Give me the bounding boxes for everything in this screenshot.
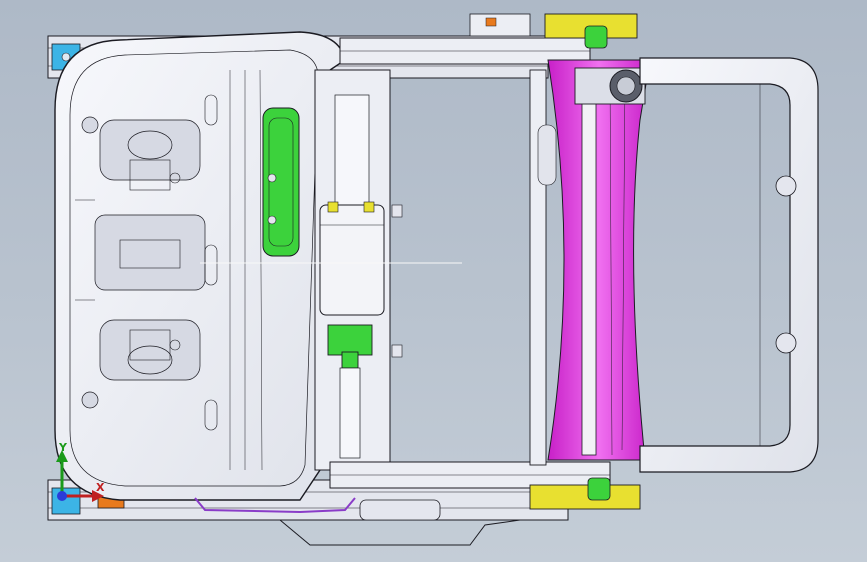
hinge-bracket-top [469,13,638,49]
recliner-gear [574,67,646,105]
axis-y-label: Y [59,441,67,454]
axis-x-label: X [96,481,105,494]
side-rod-slot [537,124,557,186]
green-clip-part [262,107,300,257]
center-actuator [314,69,403,471]
hinge-bracket-bottom [529,477,641,510]
coordinate-axis-triad-icon [56,450,104,502]
cross-tube-bottom [329,461,611,489]
lower-motor [359,499,441,521]
magenta-cross-member [547,59,651,461]
axis-triad: Y X [50,438,110,508]
wire-harness [194,497,356,514]
lower-linkage [279,519,521,546]
seat-cushion-pan [54,31,346,501]
seatback-frame [639,57,819,473]
